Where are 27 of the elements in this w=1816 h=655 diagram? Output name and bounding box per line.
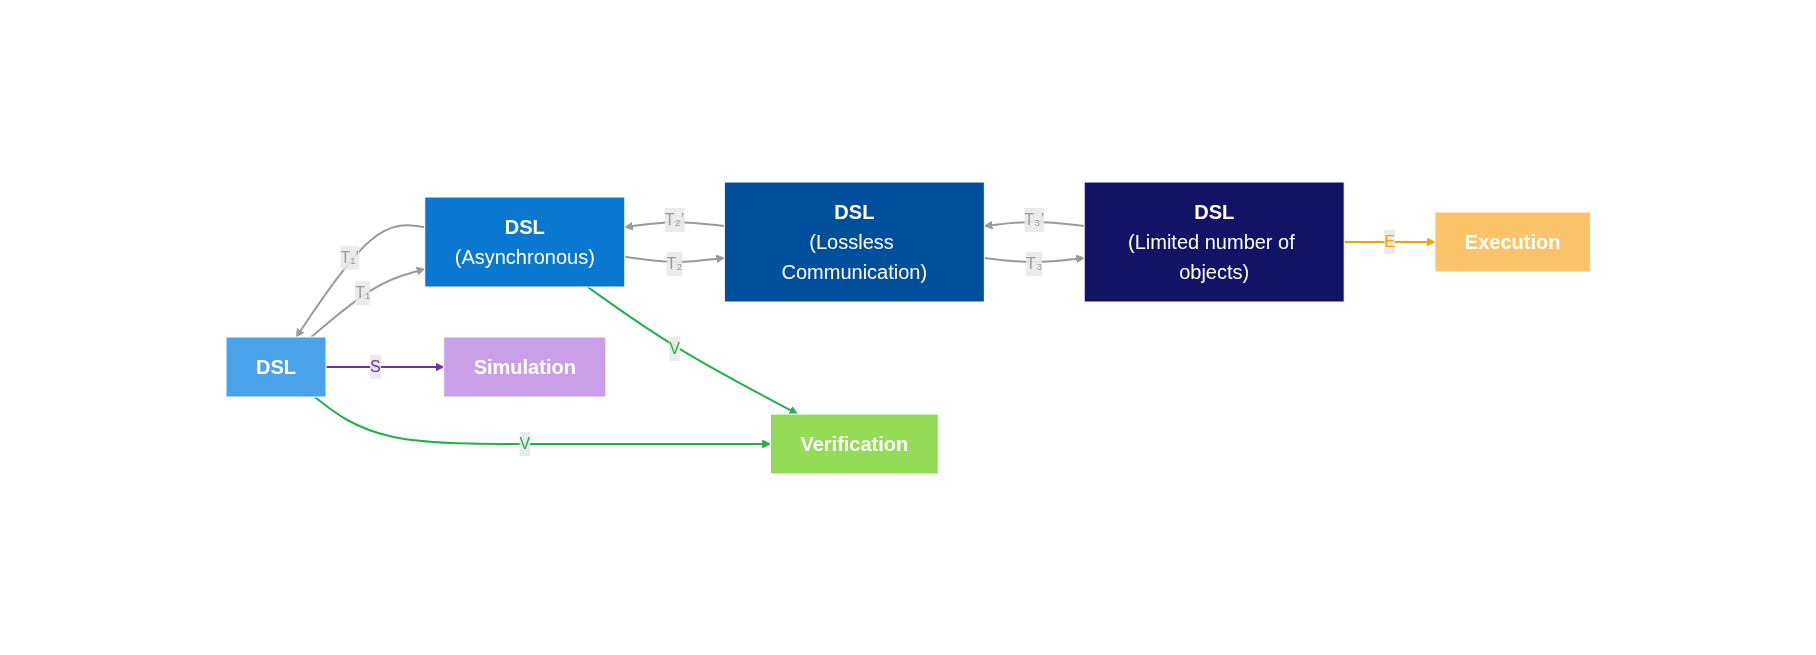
edge-label: S (369, 357, 381, 375)
edge-label: T₂’ (664, 210, 685, 228)
arrow (313, 395, 771, 448)
node-box: Verification (769, 413, 939, 474)
edge-label: T₂ (666, 254, 683, 272)
node-box: DSL (Limited number of objects) (1083, 181, 1345, 302)
arrow (295, 223, 426, 337)
edge-label: E (1383, 232, 1395, 250)
arrow (983, 220, 1085, 229)
arrow (983, 254, 1085, 263)
node-box: DSL (Lossless Communication) (723, 181, 985, 302)
edge-label: T₁ (355, 283, 371, 301)
node-box: DSL (Asynchronous) (424, 196, 626, 287)
node-box: DSL (225, 336, 327, 397)
edge-label: T₁’ (340, 248, 359, 266)
edge-label: T₃ (1025, 254, 1043, 272)
edge-label: V (519, 434, 530, 452)
arrow (324, 362, 444, 371)
arrow (624, 220, 726, 230)
edge-label: V (669, 339, 680, 357)
arrow (310, 266, 425, 338)
arrow (1342, 237, 1436, 246)
node-box: Execution (1434, 211, 1591, 272)
node-box: Simulation (442, 336, 607, 397)
edge-label: T₃’ (1024, 210, 1044, 228)
arrow (623, 254, 725, 263)
arrow (586, 285, 798, 414)
